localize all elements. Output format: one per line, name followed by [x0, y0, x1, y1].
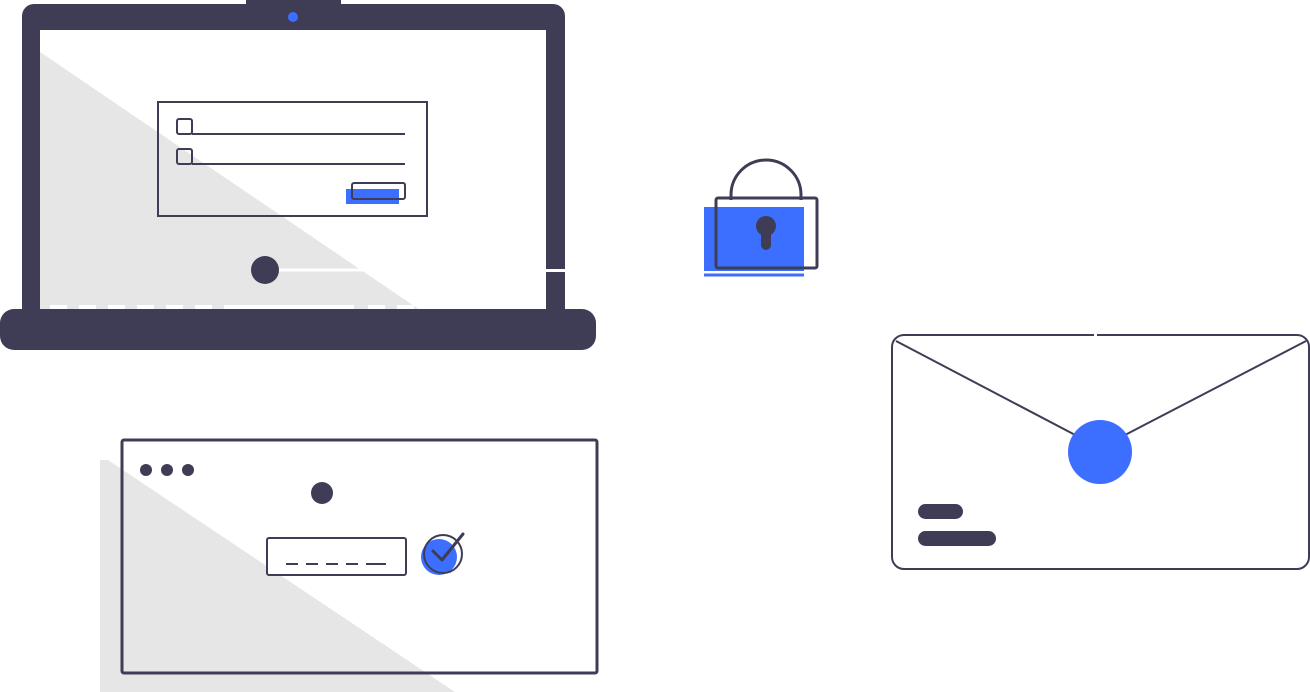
login-submit-fill [346, 189, 399, 204]
login-field-checkbox-1 [176, 118, 193, 135]
padlock-icon [704, 158, 819, 277]
padlock-keyhole-slot [761, 228, 771, 250]
login-form [157, 101, 428, 217]
avatar [311, 482, 333, 504]
laptop-icon [0, 0, 596, 350]
login-submit-button [351, 182, 406, 200]
code-entry-window [100, 438, 599, 692]
laptop-lid-notch [546, 269, 565, 272]
padlock-body-outline [714, 196, 819, 270]
checkmark-icon [421, 532, 465, 575]
webcam-icon [288, 12, 298, 22]
padlock-keyhole [756, 216, 776, 236]
laptop-webcam-bar [246, 0, 341, 14]
code-input-box [266, 537, 407, 576]
code-window-frame [120, 438, 599, 675]
laptop-keys [50, 305, 530, 309]
login-form-frame [157, 101, 428, 217]
login-field-checkbox-2 [176, 148, 193, 165]
window-dot-2 [161, 464, 173, 476]
check-outline [423, 534, 463, 574]
envelope-text-line-short [918, 504, 963, 519]
envelope-icon [891, 332, 1310, 570]
laptop-base [0, 309, 596, 350]
laptop-slider-knob [251, 256, 279, 284]
laptop-screen-shadow [40, 52, 420, 310]
envelope-text-line-long [918, 531, 996, 546]
envelope-top-gap [1094, 332, 1097, 338]
padlock-body-fill [704, 207, 804, 271]
check-tick [431, 532, 465, 562]
envelope-seal [1068, 420, 1132, 484]
window-dot-1 [140, 464, 152, 476]
window-dot-3 [182, 464, 194, 476]
padlock-shackle [729, 158, 803, 200]
